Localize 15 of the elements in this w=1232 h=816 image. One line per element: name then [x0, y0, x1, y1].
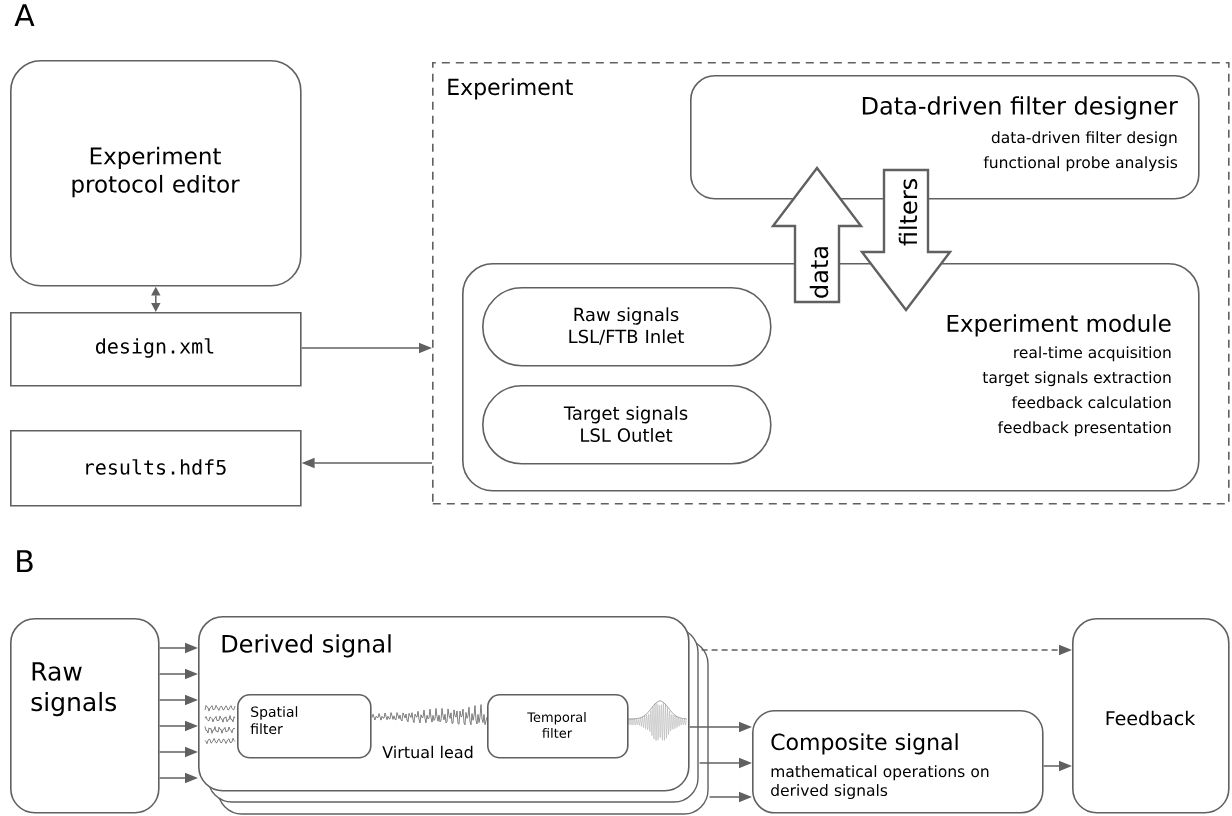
section-letter: B: [17, 550, 33, 573]
pill-box: Raw signals LSL/FTB Inlet: [482, 287, 772, 367]
signal-wave: [371, 704, 488, 726]
block-arrow: [859, 168, 953, 312]
file-box: results.hdf5: [10, 430, 302, 507]
file-box: design.xml: [10, 312, 302, 387]
process-box: Raw signals: [10, 618, 160, 814]
section-letter: A: [14, 4, 35, 27]
block-arrow: [770, 166, 864, 304]
editor-box: Experiment protocol editor: [10, 60, 302, 287]
filter-box: Spatial filter: [237, 694, 372, 759]
process-box: Feedback: [1072, 618, 1230, 814]
filter-box: Temporal filter: [487, 694, 629, 759]
process-box: Composite signal mathematical operations on derived signals: [752, 710, 1044, 814]
pill-box: Target signals LSL Outlet: [482, 385, 772, 465]
